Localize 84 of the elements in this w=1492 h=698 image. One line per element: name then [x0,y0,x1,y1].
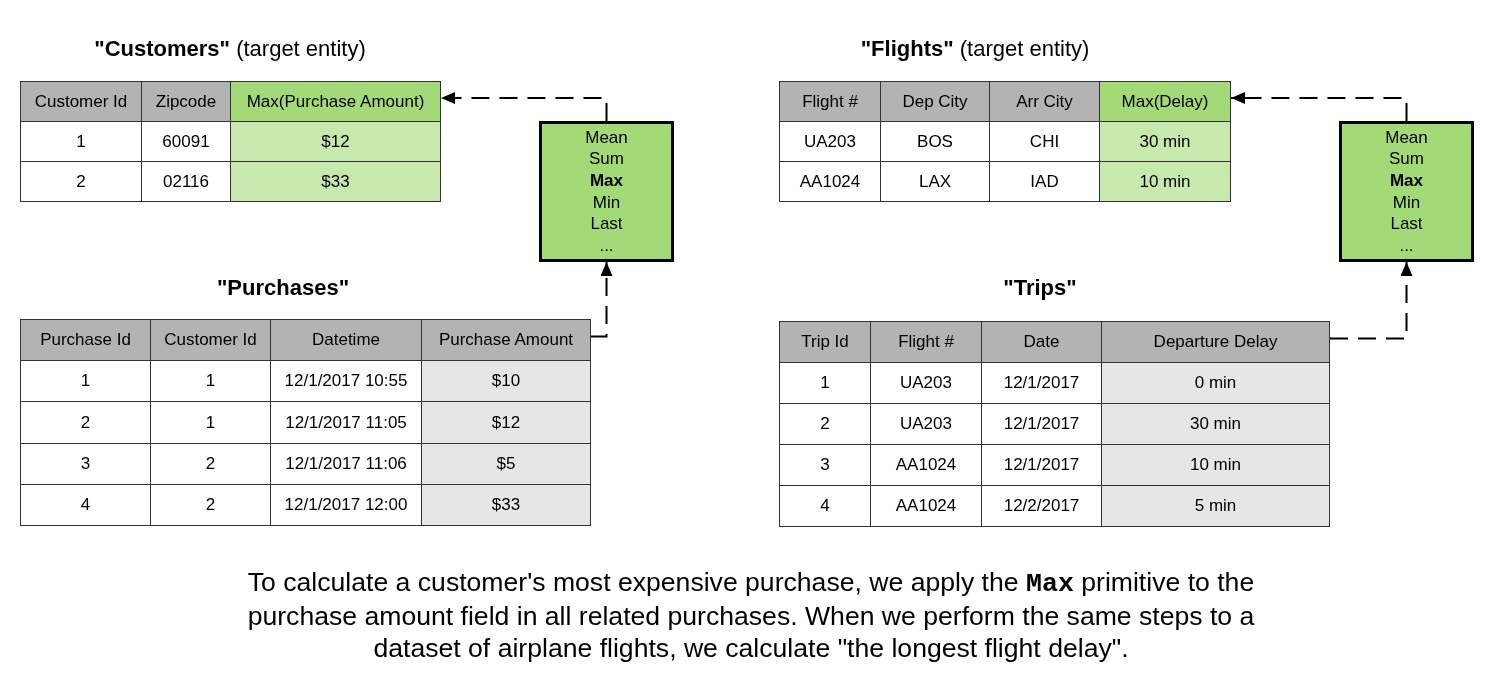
primitive-name: Last [1390,213,1423,235]
table-cell: 5 min [1102,486,1329,526]
table-cell: UA203 [871,404,981,444]
primitive-name: Min [592,191,621,214]
table-cell: 2 [21,402,150,443]
aggregation-box [539,121,674,262]
table-cell: 60091 [142,122,230,161]
dashed-arrow [590,261,613,338]
table-cell: UA203 [780,122,880,161]
column-header: Departure Delay [1102,322,1329,362]
table-cell: 2 [21,162,141,201]
table-cell: 12/1/2017 12:00 [271,485,421,525]
table-cell: LAX [881,162,989,201]
table-cell: 12/1/2017 10:55 [271,361,421,401]
primitive-name: Sum [1389,148,1424,170]
table-cell: 12/2/2017 [982,486,1101,526]
table-cell: 3 [21,444,150,484]
dashed-arrow [1230,92,1408,122]
column-header: Customer Id [21,82,141,121]
column-header: Purchase Id [21,320,150,360]
table-title: "Customers" (target entity) [94,36,366,62]
table-cell: BOS [881,122,989,161]
primitive-name: Sum [589,148,624,170]
table-cell: 1 [151,402,270,443]
table-cell: 12/1/2017 [982,445,1101,485]
primitive-name: Min [1392,191,1421,214]
table-cell: $5 [422,444,590,484]
column-header: Purchase Amount [422,320,590,360]
primitive-name: ... [599,234,614,257]
table-cell: AA1024 [871,486,981,526]
table-cell: 12/1/2017 11:06 [271,444,421,484]
table-title: "Flights" (target entity) [860,36,1090,62]
primitive-name: Max [1389,169,1424,192]
column-header: Customer Id [151,320,270,360]
table-cell: 1 [780,363,870,403]
column-header: Max(Delay) [1100,82,1230,121]
column-header: Arr City [990,82,1099,121]
column-header: Dep City [881,82,989,121]
table-cell: $10 [422,361,590,401]
table-cell: 10 min [1102,445,1329,485]
column-header: Datetime [271,320,421,360]
table-cell: 1 [21,122,141,161]
table-cell: AA1024 [780,162,880,201]
table-cell: 1 [151,361,270,401]
column-header: Max(Purchase Amount) [231,82,440,121]
dashed-arrow [1329,261,1413,340]
table-cell: 2 [151,485,270,525]
table-cell: 1 [21,361,150,401]
table-title: "Trips" [1003,275,1077,301]
aggregation-box [1339,121,1474,262]
column-header: Flight # [780,82,880,121]
primitive-name: Last [590,213,623,235]
table-cell: 12/1/2017 [982,363,1101,403]
table-cell: 4 [780,486,870,526]
primitive-name: Mean [585,126,628,149]
table-cell: CHI [990,122,1099,161]
table-cell: $12 [422,402,590,443]
table-cell: 30 min [1102,404,1329,444]
dashed-arrow [440,92,608,122]
column-header: Zipcode [142,82,230,121]
table-title: "Purchases" [216,275,350,301]
table-cell: 30 min [1100,122,1230,161]
caption-text: To calculate a customer's most expensive purchase, we apply the Max primitive to the purchase amount field in all related purchases. When we perform the same steps to a dataset of airplane flights, we calculate "the longest flight delay". [246,566,1256,664]
table-cell: 12/1/2017 [982,404,1101,444]
column-header: Trip Id [780,322,870,362]
table-cell: UA203 [871,363,981,403]
primitive-name: ... [1399,234,1414,257]
table-cell: 10 min [1100,162,1230,201]
primitive-name: Mean [1385,126,1428,149]
column-header: Date [982,322,1101,362]
table-cell: $33 [422,485,590,525]
table-cell: 12/1/2017 11:05 [271,402,421,443]
table-cell: $33 [231,162,440,201]
table-cell: AA1024 [871,445,981,485]
table-cell: $12 [231,122,440,161]
table-cell: 2 [151,444,270,484]
primitive-name: Max [589,169,624,192]
table-cell: IAD [990,162,1099,201]
table-cell: 3 [780,445,870,485]
column-header: Flight # [871,322,981,362]
table-cell: 4 [21,485,150,525]
table-cell: 2 [780,404,870,444]
table-cell: 0 min [1102,363,1329,403]
table-cell: 02116 [142,162,230,201]
